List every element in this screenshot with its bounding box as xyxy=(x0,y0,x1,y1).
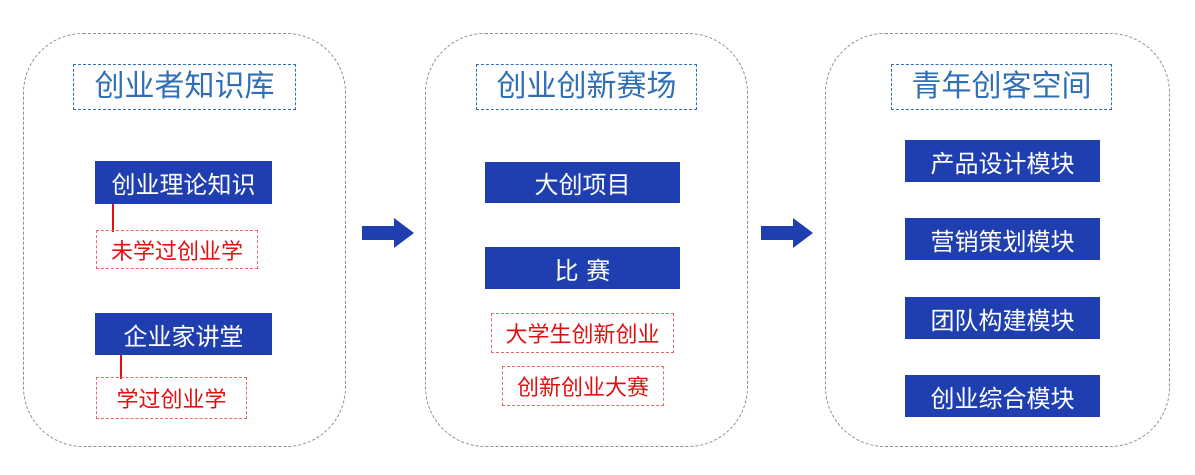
panel-title-maker-space: 青年创客空间 xyxy=(891,64,1112,110)
right-arrow-icon xyxy=(761,218,813,248)
panel-title-knowledge-base: 创业者知识库 xyxy=(73,64,296,110)
box-team-building: 团队构建模块 xyxy=(905,297,1100,339)
box-product-design: 产品设计模块 xyxy=(905,140,1100,182)
panel-maker-space xyxy=(825,33,1170,447)
panel-title-innovation-arena: 创业创新赛场 xyxy=(476,64,697,110)
box-entrepreneurship-integrated: 创业综合模块 xyxy=(905,375,1100,417)
box-entrepreneurship-theory: 创业理论知识 xyxy=(95,161,272,204)
box-innovation-project: 大创项目 xyxy=(485,162,680,203)
connector-line xyxy=(112,204,114,232)
panel-entrepreneur-knowledge-base xyxy=(23,33,346,447)
box-entrepreneur-lecture: 企业家讲堂 xyxy=(95,313,272,355)
connector-line xyxy=(120,355,122,379)
note-innovation-contest: 创新创业大赛 xyxy=(502,366,664,406)
note-not-studied: 未学过创业学 xyxy=(96,230,258,269)
note-studied: 学过创业学 xyxy=(96,377,247,419)
panel-innovation-arena xyxy=(425,33,748,447)
box-competition: 比 赛 xyxy=(485,247,680,289)
box-marketing-planning: 营销策划模块 xyxy=(905,218,1100,260)
right-arrow-icon xyxy=(362,218,414,248)
note-student-innovation: 大学生创新创业 xyxy=(491,313,674,353)
